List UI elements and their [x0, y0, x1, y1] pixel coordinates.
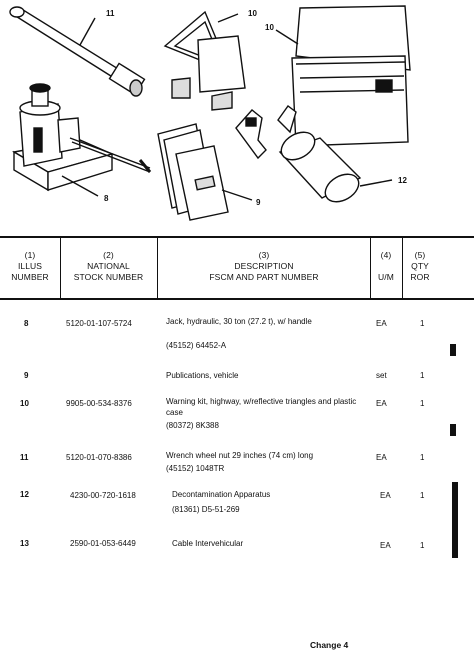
callout-9: 9 — [256, 198, 261, 207]
callout-10b: 10 — [265, 23, 274, 32]
decontamination-apparatus-drawing — [235, 105, 393, 203]
row-description: Cable Intervehicular — [172, 539, 244, 548]
hydraulic-jack-drawing — [12, 83, 152, 197]
callout-8: 8 — [104, 194, 109, 203]
row-um: EA — [376, 453, 387, 462]
change-bar — [450, 424, 456, 436]
warning-kit-case-drawing — [275, 5, 411, 147]
row-um: EA — [376, 319, 387, 328]
change-bar — [450, 344, 456, 356]
callout-12: 12 — [398, 176, 407, 185]
row-um: set — [376, 371, 387, 380]
row-nsn: 4230-00-720-1618 — [70, 491, 136, 500]
row-illus: 11 — [20, 453, 29, 462]
row-illus: 13 — [20, 539, 29, 548]
row-illus: 10 — [20, 399, 29, 408]
row-nsn: 5120-01-070-8386 — [66, 453, 132, 462]
row-nsn: 2590-01-053-6449 — [70, 539, 136, 548]
row-nsn: 5120-01-107-5724 — [66, 319, 132, 328]
header-um: (4)U/M — [378, 250, 394, 282]
row-qty: 1 — [420, 541, 425, 550]
row-description: Warning kit, highway, w/reflective trian… — [166, 397, 357, 417]
table-top-rule — [0, 236, 474, 238]
row-description: Jack, hydraulic, 30 ton (27.2 t), w/ han… — [166, 317, 312, 326]
row-illus: 12 — [20, 490, 29, 499]
row-qty: 1 — [420, 453, 425, 462]
callout-10: 10 — [248, 9, 257, 18]
row-um: EA — [380, 491, 391, 500]
table-header-rule — [0, 298, 474, 300]
row-description: Wrench wheel nut 29 inches (74 cm) long — [166, 451, 314, 460]
row-um: EA — [376, 399, 387, 408]
row-part-number: (80372) 8K388 — [166, 421, 219, 430]
equipment-illustration — [9, 5, 411, 221]
row-qty: 1 — [420, 371, 425, 380]
row-part-number: (81361) D5-51-269 — [172, 505, 240, 514]
callout-11: 11 — [106, 9, 115, 18]
col-divider-4 — [402, 236, 403, 300]
row-um: EA — [380, 541, 391, 550]
change-footer: Change 4 — [310, 640, 349, 650]
row-qty: 1 — [420, 399, 425, 408]
row-illus: 9 — [24, 371, 29, 380]
col-divider-1 — [60, 236, 61, 300]
warning-kit-drawing — [163, 10, 246, 111]
row-nsn: 9905-00-534-8376 — [66, 399, 132, 408]
col-divider-3 — [370, 236, 371, 300]
wheel-nut-wrench-drawing — [9, 6, 146, 97]
row-description: Decontamination Apparatus — [172, 490, 271, 499]
row-part-number: (45152) 1048TR — [166, 464, 225, 473]
change-bar — [452, 482, 458, 558]
row-qty: 1 — [420, 319, 425, 328]
row-qty: 1 — [420, 491, 425, 500]
row-part-number: (45152) 64452-A — [166, 341, 227, 350]
col-divider-2 — [157, 236, 158, 300]
row-illus: 8 — [24, 319, 29, 328]
publications-drawing — [157, 123, 253, 221]
row-description: Publications, vehicle — [166, 371, 239, 380]
